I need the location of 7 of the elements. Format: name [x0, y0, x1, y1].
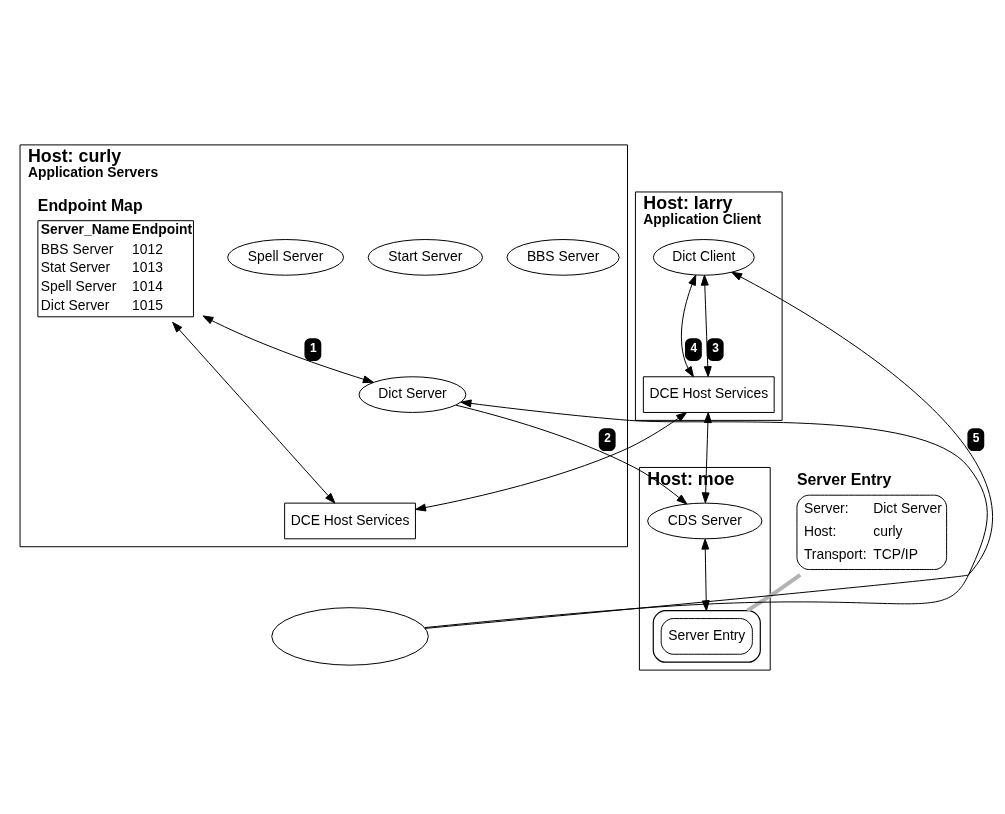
edge-label: 1 [309, 340, 317, 355]
edge-label: 3 [712, 340, 719, 355]
node-label: Endpoint Map [37, 196, 143, 214]
node-label: Server Entry [796, 470, 892, 488]
edge-label: 4 [690, 340, 698, 355]
edge-label: 2 [604, 430, 611, 445]
edge-label: 5 [972, 430, 980, 445]
